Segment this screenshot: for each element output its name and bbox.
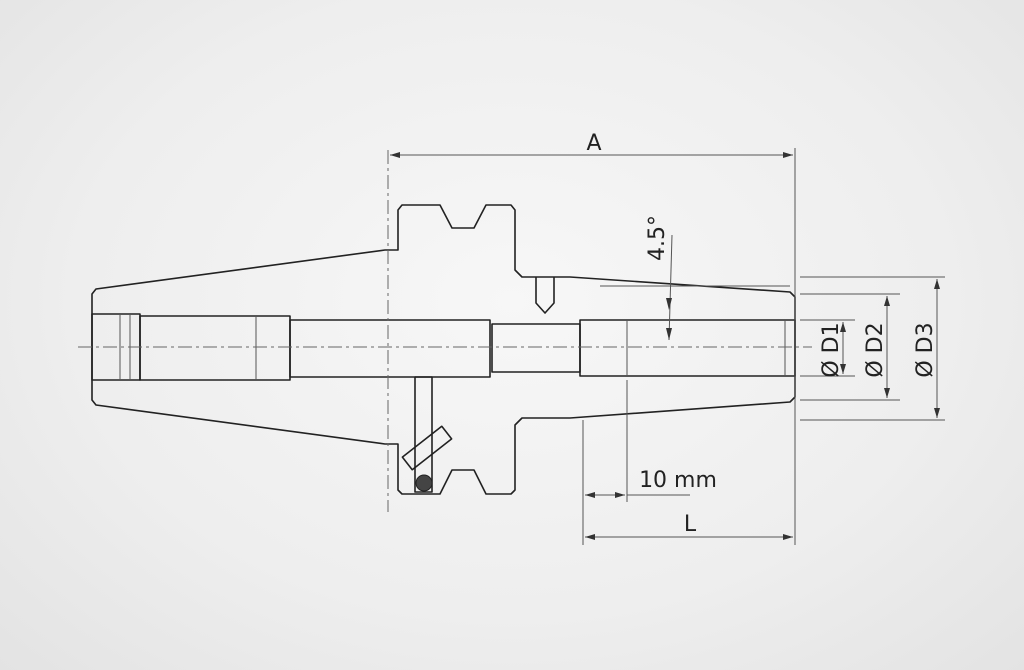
dim-a-label: A bbox=[586, 131, 601, 156]
angle-dim-line bbox=[668, 234, 673, 341]
dim-l-label: L bbox=[684, 512, 697, 537]
dim-d1-label: Ø D1 bbox=[819, 322, 844, 377]
holder-body-section bbox=[91, 204, 796, 495]
ball bbox=[415, 474, 433, 492]
stop-screw bbox=[491, 323, 581, 373]
dim-d3-label: Ø D3 bbox=[913, 322, 938, 377]
ball-screw bbox=[401, 425, 453, 471]
dim-10mm-label: 10 mm bbox=[639, 468, 717, 493]
extension-lines bbox=[582, 148, 945, 545]
angle-label: 4.5° bbox=[645, 215, 670, 261]
dim-d2-label: Ø D2 bbox=[863, 322, 888, 377]
grub-screw-hole bbox=[535, 277, 555, 314]
